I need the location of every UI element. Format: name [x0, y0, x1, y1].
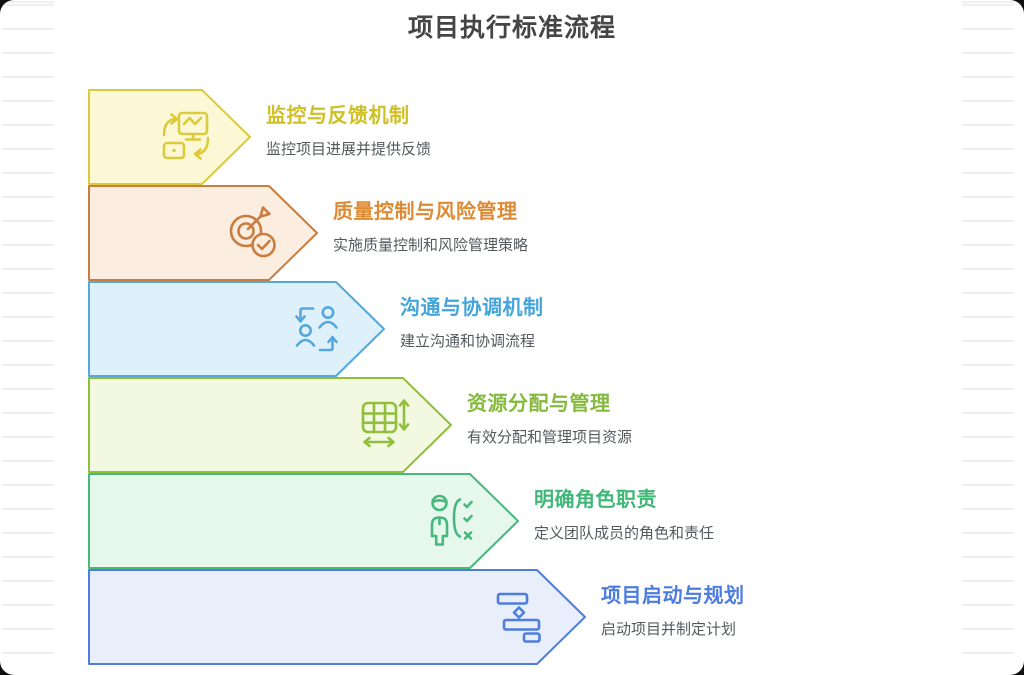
- step-title: 质量控制与风险管理: [333, 201, 518, 223]
- step-description: 启动项目并制定计划: [601, 621, 737, 638]
- process-step: 资源分配与管理 有效分配和管理项目资源: [88, 377, 811, 474]
- process-step: 质量控制与风险管理 实施质量控制和风险管理策略: [88, 185, 677, 282]
- gantt-plan-icon: [491, 587, 551, 647]
- step-arrow-shape: [88, 569, 586, 665]
- ruled-lines-right: [962, 0, 1014, 675]
- people-exchange-icon: [290, 299, 350, 359]
- step-description: 建立沟通和协调流程: [400, 333, 536, 350]
- person-checklist-icon: [424, 491, 484, 551]
- step-description: 监控项目进展并提供反馈: [266, 141, 432, 158]
- step-arrow-shape: [88, 185, 318, 281]
- ruled-lines-left: [2, 0, 54, 675]
- step-title: 监控与反馈机制: [266, 105, 410, 127]
- step-arrow-shape: [88, 281, 385, 377]
- page-title: 项目执行标准流程: [407, 14, 616, 42]
- step-arrow-shape: [88, 473, 519, 569]
- step-title: 项目启动与规划: [601, 585, 745, 607]
- step-title: 明确角色职责: [534, 489, 657, 511]
- step-arrow-shape: [88, 89, 251, 185]
- table-allocate-icon: [357, 395, 417, 455]
- process-step: 沟通与协调机制 建立沟通和协调流程: [88, 281, 744, 378]
- step-description: 有效分配和管理项目资源: [467, 429, 633, 446]
- step-description: 实施质量控制和风险管理策略: [333, 237, 529, 254]
- step-description: 定义团队成员的角色和责任: [534, 525, 715, 542]
- step-title: 资源分配与管理: [467, 393, 611, 415]
- monitor-sync-icon: [156, 107, 216, 167]
- process-step: 明确角色职责 定义团队成员的角色和责任: [88, 473, 878, 570]
- target-check-icon: [223, 203, 283, 263]
- step-title: 沟通与协调机制: [400, 297, 544, 319]
- process-step: 项目启动与规划 启动项目并制定计划: [88, 569, 945, 666]
- step-arrow-shape: [88, 377, 452, 473]
- process-step: 监控与反馈机制 监控项目进展并提供反馈: [88, 89, 610, 186]
